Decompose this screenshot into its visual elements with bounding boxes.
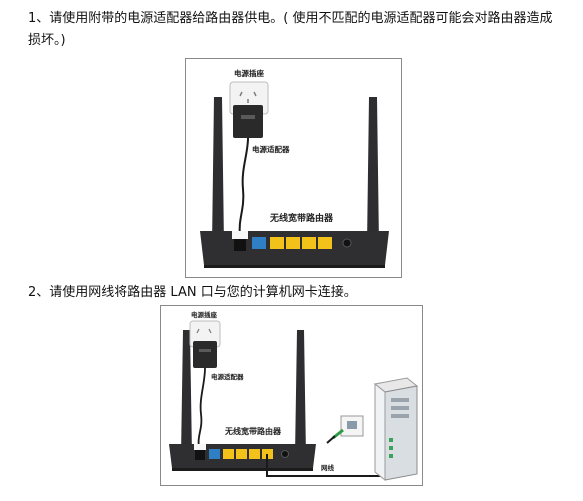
wan-port	[252, 237, 266, 249]
plug-detail	[326, 415, 364, 444]
wan-port	[209, 449, 220, 459]
adapter-label: 电源适配器	[252, 144, 290, 154]
left-antenna	[180, 330, 193, 461]
router	[200, 231, 389, 268]
lan-port-2	[236, 449, 247, 459]
lan-connection-diagram: 电源插座 电源适配器 无线宽带路由器 网线	[169, 310, 419, 482]
left-antenna	[211, 97, 225, 251]
router-label: 无线宽带路由器	[269, 212, 334, 224]
computer-tower	[373, 377, 419, 482]
lan-port-2	[286, 237, 300, 249]
power-connection-diagram: 电源插座 电源适配器 无线宽带路由器	[200, 68, 389, 268]
socket-label: 电源插座	[191, 310, 218, 319]
power-connection-figure: 电源插座 电源适配器 无线宽带路由器	[185, 58, 402, 278]
lan-port-1	[223, 449, 234, 459]
power-cable	[238, 137, 249, 236]
power-cable	[197, 367, 206, 449]
router	[169, 444, 316, 471]
step-2-instruction: 2、请使用网线将路由器 LAN 口与您的计算机网卡连接。	[28, 285, 357, 300]
socket-label: 电源插座	[234, 68, 264, 78]
right-antenna	[366, 97, 380, 251]
power-adapter	[193, 341, 217, 368]
cable-label: 网线	[321, 463, 335, 472]
power-adapter	[233, 105, 263, 138]
lan-port-3	[302, 237, 316, 249]
right-antenna	[294, 330, 307, 461]
lan-connection-figure: 电源插座 电源适配器 无线宽带路由器 网线	[160, 305, 423, 486]
lan-port-3	[249, 449, 260, 459]
step-1-instruction: 1、请使用附带的电源适配器给路由器供电。( 使用不匹配的电源适配器可能会对路由器…	[28, 11, 553, 48]
adapter-label: 电源适配器	[211, 372, 244, 381]
router-label: 无线宽带路由器	[224, 426, 282, 436]
lan-port-1	[270, 237, 284, 249]
lan-port-4	[318, 237, 332, 249]
